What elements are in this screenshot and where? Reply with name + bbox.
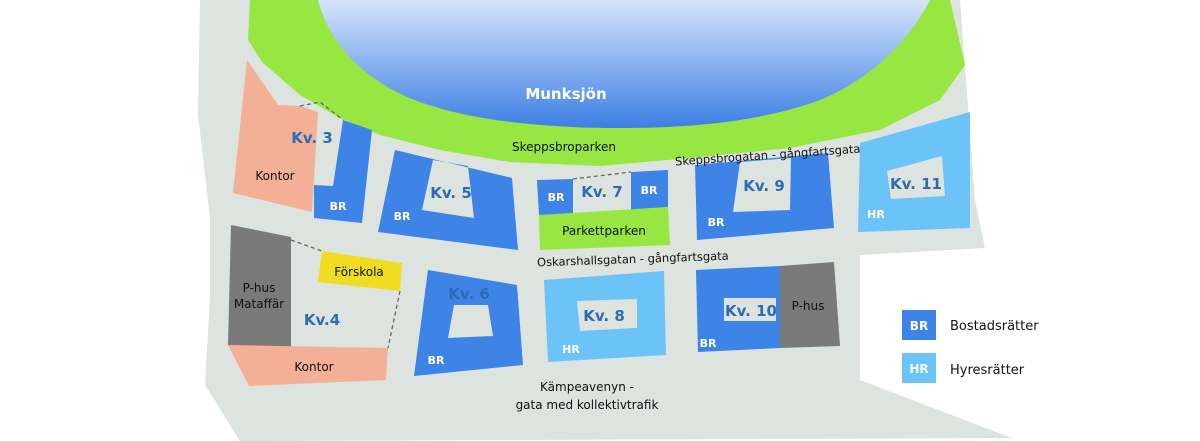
kv5-br-area	[378, 150, 518, 250]
kv8-label: Kv. 8	[583, 307, 625, 325]
kv8-tenure-label: HR	[562, 343, 580, 356]
kv7-br-west	[537, 179, 573, 215]
kv6-tenure-label: BR	[428, 354, 445, 367]
legend-hr-swatch	[902, 353, 936, 383]
phus-east-area	[780, 262, 840, 348]
street-south-label-line1: Kämpeavenyn -	[540, 380, 634, 394]
kv7-br-east	[631, 170, 668, 210]
phus-mataffar-label-line2: Mataffär	[234, 297, 284, 311]
legend-br-swatch	[902, 310, 936, 340]
kv7-label: Kv. 7	[581, 183, 623, 201]
kv6-br-area	[414, 270, 523, 376]
kontor-north-label: Kontor	[255, 169, 294, 183]
parkettparken-area	[539, 207, 670, 250]
lake-label: Munksjön	[525, 85, 606, 103]
park-label: Skeppsbroparken	[512, 140, 616, 154]
kontor-south-area	[228, 345, 388, 386]
kv3-tenure-label: BR	[330, 200, 347, 213]
kv11-hr-area	[858, 112, 970, 232]
legend: BR Bostadsrätter HR Hyresrätter	[902, 310, 1039, 383]
kv8-hr-area	[544, 271, 666, 362]
kv4-dashed-boundary	[290, 239, 323, 252]
legend-br-code: BR	[910, 319, 928, 333]
kv9-br-area	[695, 153, 834, 240]
street-south-label-line2: gata med kollektivtrafik	[516, 398, 659, 412]
kv7-east-tenure-label: BR	[641, 184, 658, 197]
forskola-label: Förskola	[334, 265, 384, 279]
phus-mataffar-area	[228, 225, 291, 352]
kv7-courtyard	[573, 178, 631, 211]
legend-hr-code: HR	[909, 362, 928, 376]
kv9-label: Kv. 9	[743, 177, 785, 195]
kv10-tenure-label: BR	[700, 337, 717, 350]
street-middle-label: Oskarshallsgatan - gångfartsgata	[537, 249, 729, 270]
phus-mataffar-label-line1: P-hus	[243, 281, 276, 295]
kv4-dashed-boundary-east	[387, 290, 401, 349]
forskola-area	[318, 251, 402, 291]
kv9-tenure-label: BR	[708, 216, 725, 229]
kv4-label: Kv.4	[304, 311, 340, 329]
legend-hr-label: Hyresrätter	[950, 363, 1025, 378]
legend-br-label: Bostadsrätter	[950, 319, 1039, 334]
kv5-tenure-label: BR	[394, 210, 411, 223]
kv11-tenure-label: HR	[867, 208, 885, 221]
munksjon-lake	[318, 0, 930, 128]
kv7-west-tenure-label: BR	[548, 191, 565, 204]
phus-east-label: P-hus	[792, 299, 825, 313]
kv3-br-area	[314, 120, 372, 223]
parkettparken-label: Parkettparken	[562, 224, 646, 238]
kontor-north-area	[233, 60, 318, 212]
kontor-south-label: Kontor	[294, 360, 333, 374]
kv7-dashed-boundary	[572, 171, 632, 180]
kv10-courtyard	[724, 298, 776, 321]
kv3-label: Kv. 3	[291, 129, 333, 147]
kv10-label: Kv. 10	[725, 302, 777, 320]
kv6-label: Kv. 6	[448, 285, 490, 303]
kv5-label: Kv. 5	[430, 184, 472, 202]
kv11-label: Kv. 11	[890, 175, 942, 193]
